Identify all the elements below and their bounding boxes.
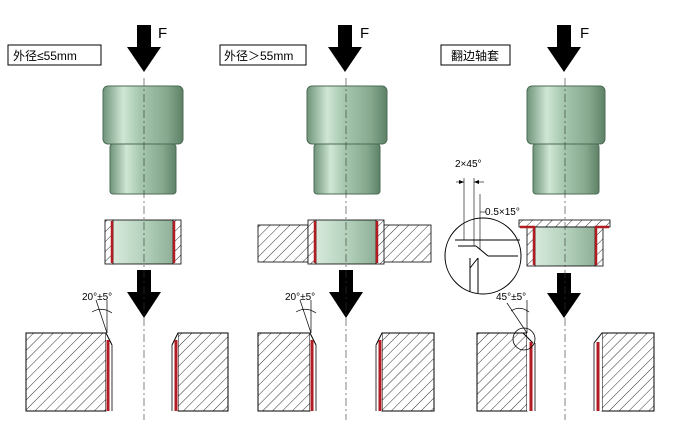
press-arrow — [547, 273, 581, 318]
housing — [25, 332, 229, 412]
detail-chamfer-small-label: 0.5×15° — [485, 207, 520, 218]
panel-large-diameter: 外径＞55mm F 20°±5° — [219, 25, 435, 420]
detail-marker-circle — [512, 327, 536, 351]
housing — [257, 332, 435, 412]
bushing-tool — [306, 85, 388, 195]
angle-callout — [295, 299, 317, 334]
title-box: 外径＞55mm — [219, 44, 307, 66]
force-arrow — [328, 25, 362, 72]
force-label: F — [360, 25, 369, 42]
force-label: F — [158, 25, 167, 42]
bushing-tool — [102, 85, 184, 195]
flanged-bushing-ring — [518, 219, 611, 267]
bushing-tool — [526, 85, 606, 195]
panel-small-diameter: 外径≤55mm F 20°±5° — [7, 25, 229, 420]
chamfer-angle: 20°±5° — [285, 292, 315, 303]
bushing-ring — [104, 219, 182, 265]
detail-chamfer-label: 2×45° — [455, 159, 482, 170]
housing — [476, 327, 655, 412]
panel-flanged-bushing: 翻边轴套 F — [440, 25, 655, 420]
angle-callout — [91, 299, 113, 334]
force-label: F — [580, 25, 589, 42]
title-box: 翻边轴套 — [440, 44, 511, 66]
force-arrow — [547, 25, 581, 72]
bushing-ring-with-fixture — [257, 219, 432, 265]
chamfer-angle: 20°±5° — [82, 292, 112, 303]
title-box: 外径≤55mm — [7, 44, 102, 66]
panel-title: 外径≤55mm — [13, 49, 77, 63]
chamfer-angle: 45°±5° — [496, 292, 526, 303]
panel-title: 翻边轴套 — [451, 48, 499, 63]
detail-view — [444, 178, 522, 295]
force-arrow — [127, 25, 161, 72]
panel-title: 外径＞55mm — [224, 49, 293, 63]
